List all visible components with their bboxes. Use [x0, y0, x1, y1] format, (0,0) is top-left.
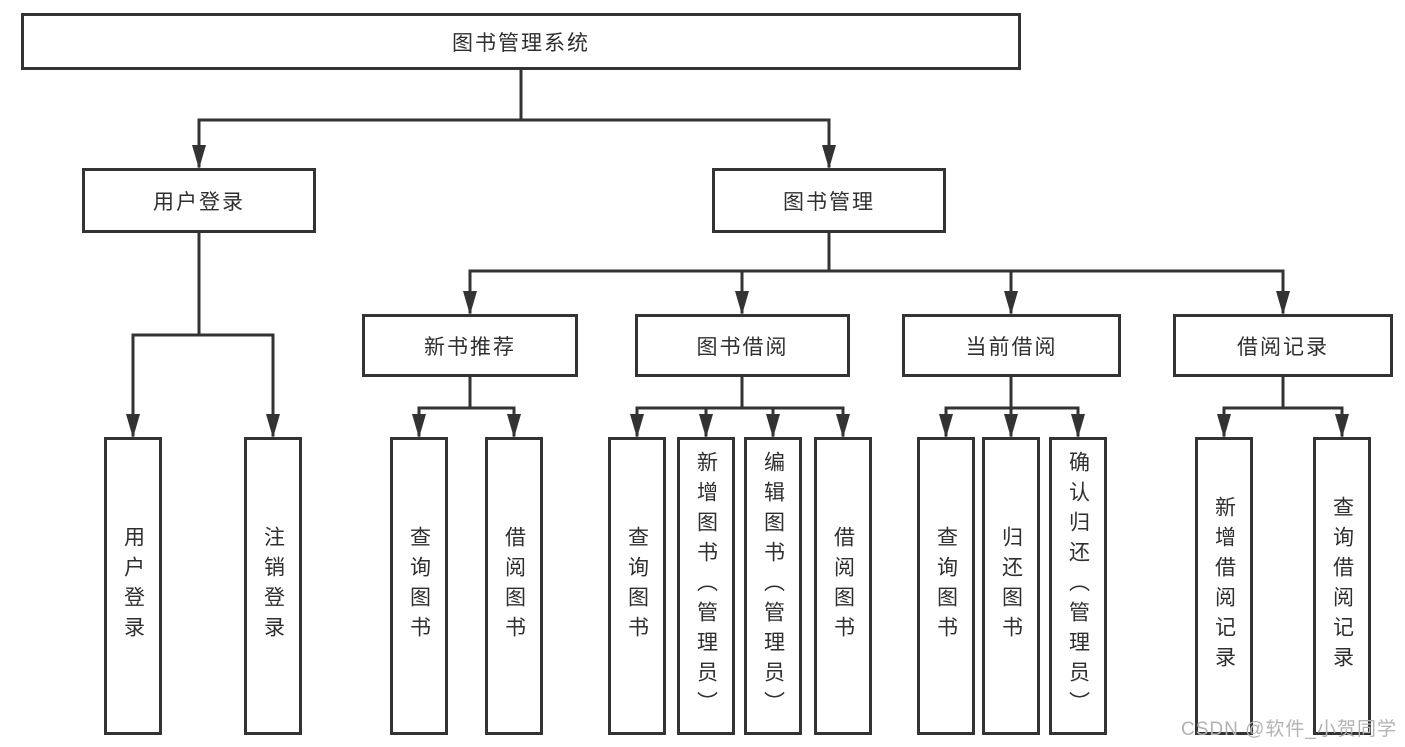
- node-label: 当前借阅: [965, 335, 1058, 359]
- leaf-label: 注销登录: [261, 526, 285, 646]
- leaf-query-borrow-record: 查询借阅记录: [1313, 437, 1371, 735]
- node-label: 借阅记录: [1237, 335, 1329, 359]
- node-label: 新书推荐: [424, 335, 516, 359]
- leaf-label: 归还图书: [999, 526, 1023, 646]
- leaf-label: 查询图书: [625, 526, 649, 646]
- leaf-logout: 注销登录: [244, 437, 302, 735]
- leaf-edit-book-admin: 编辑图书（管理员）: [744, 437, 802, 735]
- leaf-label: 查询图书: [934, 526, 958, 646]
- leaf-label: 编辑图书（管理员）: [761, 451, 785, 721]
- leaf-label: 查询图书: [407, 526, 431, 646]
- arrowheads: [126, 145, 1349, 438]
- leaf-add-borrow-record: 新增借阅记录: [1195, 437, 1253, 735]
- node-label: 图书借阅: [696, 335, 789, 359]
- leaf-confirm-return-admin: 确认归还（管理员）: [1049, 437, 1107, 735]
- node-current-borrowing: 当前借阅: [902, 314, 1121, 377]
- leaf-query-books-borrowing: 查询图书: [608, 437, 666, 735]
- leaf-label: 借阅图书: [831, 526, 855, 646]
- leaf-add-book-admin: 新增图书（管理员）: [677, 437, 735, 735]
- leaf-borrow-books-borrowing: 借阅图书: [814, 437, 872, 735]
- leaf-user-login: 用户登录: [104, 437, 162, 735]
- node-user-login: 用户登录: [82, 168, 316, 233]
- leaf-label: 新增借阅记录: [1212, 496, 1236, 676]
- node-book-management: 图书管理: [712, 168, 946, 233]
- node-library-management-system: 图书管理系统: [21, 13, 1021, 70]
- node-label: 用户登录: [153, 190, 245, 214]
- leaf-query-books-recommend: 查询图书: [390, 437, 448, 735]
- leaf-label: 查询借阅记录: [1330, 496, 1354, 676]
- leaf-query-books-current: 查询图书: [917, 437, 975, 735]
- node-borrowing-records: 借阅记录: [1173, 314, 1393, 377]
- leaf-return-book: 归还图书: [982, 437, 1040, 735]
- leaf-label: 用户登录: [121, 526, 145, 646]
- node-new-book-recommend: 新书推荐: [362, 314, 578, 377]
- node-label: 图书管理系统: [452, 31, 590, 55]
- leaf-label: 确认归还（管理员）: [1066, 451, 1090, 721]
- leaf-label: 借阅图书: [502, 526, 526, 646]
- csdn-watermark: CSDN @软件_小贺同学: [1181, 719, 1397, 740]
- leaf-borrow-books-recommend: 借阅图书: [485, 437, 543, 735]
- node-book-borrowing: 图书借阅: [635, 314, 850, 377]
- leaf-label: 新增图书（管理员）: [694, 451, 718, 721]
- node-label: 图书管理: [783, 190, 875, 214]
